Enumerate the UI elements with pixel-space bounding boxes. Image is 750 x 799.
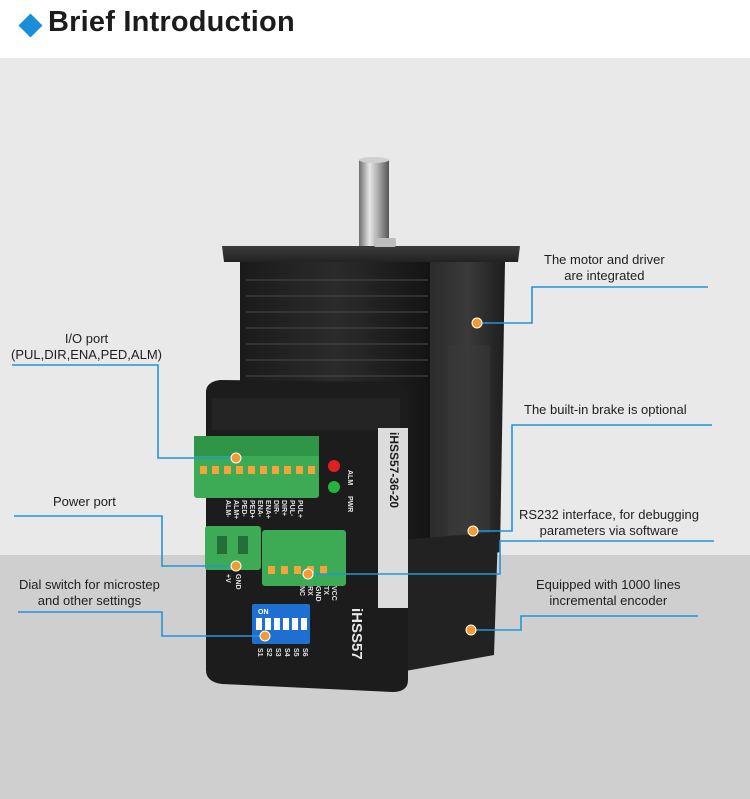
line-io (12, 364, 236, 459)
flange-screw (374, 238, 396, 247)
motor-shaft (359, 160, 389, 248)
callout-power-port: Power port (53, 494, 116, 509)
io-pin-label: ENA- (256, 500, 263, 518)
callout-brake: The built-in brake is optional (524, 402, 687, 417)
line-brake (473, 424, 712, 532)
model-short: iHSS57 (348, 608, 365, 660)
callout-encoder: Equipped with 1000 lines incremental enc… (536, 577, 681, 608)
dip-labels: ON S1 S2 S3 S4 S5 S6 (256, 609, 308, 657)
callout-rs232: RS232 interface, for debugging parameter… (519, 507, 699, 538)
motor-flange (222, 246, 520, 262)
driver-side-sticker (378, 428, 408, 608)
rs232-pin-label: RX (306, 586, 313, 596)
io-pin-label: ENA+ (264, 500, 271, 519)
dot-integrated (471, 317, 483, 329)
io-pin-label: DIR- (272, 500, 279, 515)
callout-dots (230, 317, 483, 642)
line-integrated (477, 286, 708, 324)
dip-label: S5 (292, 648, 299, 657)
line-power (14, 515, 236, 567)
dot-rs232 (302, 568, 314, 580)
pwr-led (328, 481, 340, 493)
line-dial (18, 611, 265, 637)
dip-label: S3 (274, 648, 281, 657)
io-pin-label: ALM+ (232, 500, 239, 519)
dip-label: S6 (301, 648, 308, 657)
dip-label: S1 (256, 648, 263, 657)
lamination-lines (246, 279, 428, 377)
line-encoder (471, 615, 698, 631)
callout-io-port: I/O port (PUL,DIR,ENA,PED,ALM) (11, 331, 162, 362)
motor-spec-sticker (448, 345, 490, 535)
dot-encoder (465, 624, 477, 636)
io-pin-label: PED- (240, 500, 247, 517)
callout-lines (12, 286, 714, 637)
io-pin-label: PED+ (248, 500, 255, 518)
io-orange-tabs (200, 466, 315, 474)
rs232-pin-label: GND (314, 586, 321, 602)
model-number-side: iHSS57-36-20 (387, 432, 401, 508)
rs232-pin-label: VCC (330, 586, 337, 601)
callout-dial-switch: Dial switch for microstep and other sett… (19, 577, 160, 608)
dot-io (230, 452, 242, 464)
driver-panel-bevel (212, 398, 400, 430)
line-rs232 (308, 540, 714, 575)
alm-led (328, 460, 340, 472)
rs232-pin-label: TX (322, 586, 329, 595)
io-terminal-top (194, 436, 319, 456)
motor-shaft-tip (359, 157, 389, 163)
io-pin-label: PUL- (288, 500, 295, 517)
dot-power (230, 560, 242, 572)
page-title: Brief Introduction (48, 6, 295, 38)
dot-brake (467, 525, 479, 537)
dip-on-label: ON (258, 609, 269, 616)
encoder-housing (400, 532, 498, 672)
power-pin-label: +V (224, 574, 231, 583)
pwr-led-label: PWR (346, 496, 353, 512)
alm-led-label: ALM (346, 470, 353, 485)
rs232-pin-labels: NC RX GND TX VCC (298, 586, 337, 602)
dot-dial (259, 630, 271, 642)
dip-label: S2 (265, 648, 272, 657)
rs232-pin-label: NC (298, 586, 305, 596)
header: Brief Introduction (0, 0, 750, 58)
dip-label: S4 (283, 648, 290, 657)
power-pin-label: GND (234, 574, 241, 590)
callout-integrated: The motor and driver are integrated (544, 252, 665, 283)
io-pin-label: DIR+ (280, 500, 287, 516)
io-pin-label: ALM- (224, 500, 231, 518)
io-pin-labels: ALM- ALM+ PED- PED+ ENA- ENA+ DIR- DIR+ … (224, 500, 303, 519)
io-pin-label: PUL+ (296, 500, 303, 518)
power-pin-labels: +V GND (224, 574, 241, 590)
